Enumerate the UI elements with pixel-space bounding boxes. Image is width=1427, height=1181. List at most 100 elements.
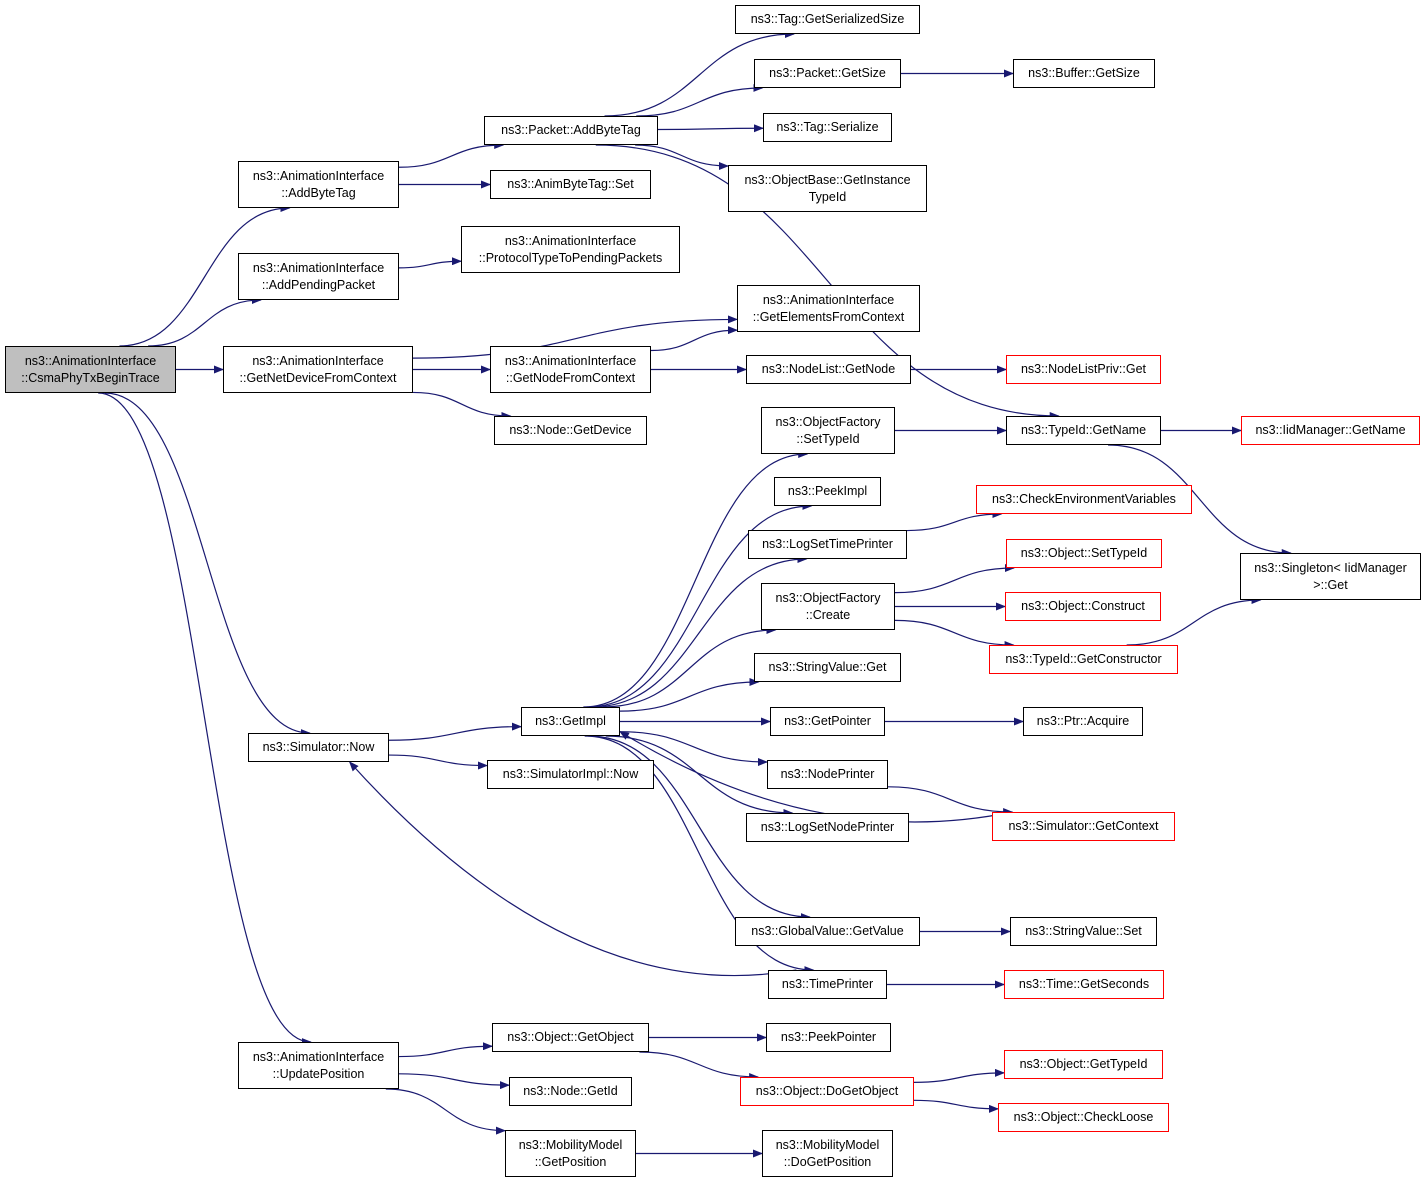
edge-timeprinter-to-simnow — [348, 761, 797, 977]
node-log-set-node-printer[interactable]: ns3::LogSetNodePrinter — [746, 813, 909, 842]
node-label-line: ns3::Object::GetTypeId — [1019, 1057, 1148, 1071]
edge-getimpl-to-timeprinter — [584, 735, 815, 974]
node-label-line: ns3::GlobalValue::GetValue — [751, 924, 904, 938]
node-object-get-type-id[interactable]: ns3::Object::GetTypeId — [1004, 1050, 1163, 1079]
edge-nodeprinter-to-sim_getcontext — [887, 786, 1014, 816]
node-label-line: ns3::Object::Construct — [1021, 599, 1145, 613]
edge-updatepos-to-mobility_getpos — [385, 1088, 506, 1135]
node-object-check-loose[interactable]: ns3::Object::CheckLoose — [998, 1103, 1169, 1132]
node-label-line: ns3::AnimationInterface — [762, 292, 895, 307]
node-ptr-acquire[interactable]: ns3::Ptr::Acquire — [1023, 707, 1143, 736]
node-animation-interface-get-node-from-context[interactable]: ns3::AnimationInterface::GetNodeFromCont… — [490, 346, 651, 393]
node-type-id-get-constructor[interactable]: ns3::TypeId::GetConstructor — [989, 645, 1178, 674]
node-label-line: ns3::Node::GetId — [523, 1084, 618, 1098]
node-iid-manager-get-name[interactable]: ns3::IidManager::GetName — [1241, 416, 1420, 445]
edge-getnetdev-to-getelements — [412, 315, 738, 359]
node-object-set-type-id[interactable]: ns3::Object::SetTypeId — [1006, 539, 1162, 568]
edge-updatepos-to-obj_getobject — [398, 1042, 493, 1058]
node-label-line: ns3::Time::GetSeconds — [1018, 977, 1150, 991]
node-peek-pointer[interactable]: ns3::PeekPointer — [766, 1023, 891, 1052]
node-packet-get-size[interactable]: ns3::Packet::GetSize — [754, 59, 901, 88]
node-label-line: ::CsmaPhyTxBeginTrace — [21, 370, 160, 385]
node-string-value-set[interactable]: ns3::StringValue::Set — [1010, 917, 1157, 946]
edge-pkt_addbytetag-to-tag_getsersize — [604, 30, 795, 117]
node-buffer-get-size[interactable]: ns3::Buffer::GetSize — [1013, 59, 1155, 88]
node-mobility-model-do-get-position[interactable]: ns3::MobilityModel::DoGetPosition — [762, 1130, 893, 1177]
node-simulator-impl-now[interactable]: ns3::SimulatorImpl::Now — [487, 760, 654, 789]
edge-addpending-to-protocoltype — [398, 257, 462, 269]
node-label-line: ns3::ObjectBase::GetInstance — [744, 172, 911, 187]
node-check-environment-variables[interactable]: ns3::CheckEnvironmentVariables — [976, 485, 1192, 514]
node-peek-impl[interactable]: ns3::PeekImpl — [774, 477, 881, 506]
node-label-line: ::AddByteTag — [281, 185, 356, 200]
node-label-line: ns3::MobilityModel — [775, 1137, 880, 1152]
node-object-factory-set-type-id[interactable]: ns3::ObjectFactory::SetTypeId — [761, 407, 895, 454]
edge-getimpl-to-stringvalue_get — [619, 678, 760, 712]
node-label-line: ns3::StringValue::Set — [1025, 924, 1142, 938]
node-label-line: ::UpdatePosition — [272, 1066, 365, 1081]
node-get-pointer[interactable]: ns3::GetPointer — [770, 707, 885, 736]
node-type-id-get-name[interactable]: ns3::TypeId::GetName — [1006, 416, 1161, 445]
node-node-get-device[interactable]: ns3::Node::GetDevice — [494, 416, 647, 445]
node-packet-add-byte-tag[interactable]: ns3::Packet::AddByteTag — [484, 116, 658, 145]
edge-obj_dogetobject-to-obj_gettypeid — [913, 1068, 1005, 1083]
node-get-impl[interactable]: ns3::GetImpl — [521, 707, 620, 736]
edge-getimpl-to-nodeprinter — [619, 731, 768, 767]
node-csma-phy-tx-begin-trace[interactable]: ns3::AnimationInterface::CsmaPhyTxBeginT… — [5, 346, 176, 393]
node-label-line: ns3::CheckEnvironmentVariables — [992, 492, 1176, 506]
node-label-line: ns3::TypeId::GetName — [1020, 423, 1147, 437]
node-global-value-get-value[interactable]: ns3::GlobalValue::GetValue — [735, 917, 920, 946]
node-label-line: ns3::Simulator::Now — [262, 740, 375, 754]
node-label-line: ::GetElementsFromContext — [752, 309, 905, 324]
node-node-printer[interactable]: ns3::NodePrinter — [767, 760, 888, 789]
node-log-set-time-printer[interactable]: ns3::LogSetTimePrinter — [748, 530, 907, 559]
node-animation-interface-add-pending-packet[interactable]: ns3::AnimationInterface::AddPendingPacke… — [238, 253, 399, 300]
node-time-printer[interactable]: ns3::TimePrinter — [768, 970, 887, 999]
node-label-line: ns3::NodeList::GetNode — [761, 362, 896, 376]
node-label-line: ::ProtocolTypeToPendingPackets — [478, 250, 663, 265]
edge-csma-to-updatepos — [98, 392, 312, 1046]
node-object-get-object[interactable]: ns3::Object::GetObject — [492, 1023, 649, 1052]
node-animation-interface-update-position[interactable]: ns3::AnimationInterface::UpdatePosition — [238, 1042, 399, 1089]
node-label-line: ::DoGetPosition — [783, 1154, 872, 1169]
edge-getimpl-to-peekimpl — [586, 502, 813, 708]
node-simulator-get-context[interactable]: ns3::Simulator::GetContext — [992, 812, 1175, 841]
node-label-line: ns3::TypeId::GetConstructor — [1005, 652, 1162, 666]
edge-getimpl-to-logsetnodeprinter — [605, 735, 794, 817]
node-node-list-get-node[interactable]: ns3::NodeList::GetNode — [746, 355, 911, 384]
node-singleton-iid-manager-get[interactable]: ns3::Singleton< IidManager>::Get — [1240, 553, 1421, 600]
node-animation-interface-get-net-device-from-context[interactable]: ns3::AnimationInterface::GetNetDeviceFro… — [223, 346, 413, 393]
node-object-construct[interactable]: ns3::Object::Construct — [1005, 592, 1161, 621]
node-tag-get-serialized-size[interactable]: ns3::Tag::GetSerializedSize — [735, 5, 920, 34]
edge-getimpl-to-globalvalue_getvalue — [588, 735, 811, 921]
node-label-line: ns3::LogSetTimePrinter — [762, 537, 893, 551]
node-time-get-seconds[interactable]: ns3::Time::GetSeconds — [1004, 970, 1164, 999]
edge-addbytetag_ai-to-pkt_addbytetag — [398, 141, 505, 168]
node-label-line: ns3::IidManager::GetName — [1255, 423, 1406, 437]
node-label-line: ns3::Node::GetDevice — [509, 423, 632, 437]
node-label-line: ns3::AnimationInterface — [252, 353, 384, 368]
node-tag-serialize[interactable]: ns3::Tag::Serialize — [763, 113, 892, 142]
node-animation-interface-protocol-type-to-pending-packets[interactable]: ns3::AnimationInterface::ProtocolTypeToP… — [461, 226, 680, 273]
edge-csma-to-addbytetag_ai — [119, 204, 291, 347]
node-label-line: ns3::GetImpl — [535, 714, 606, 728]
node-animation-interface-add-byte-tag[interactable]: ns3::AnimationInterface::AddByteTag — [238, 161, 399, 208]
node-label-line: ns3::LogSetNodePrinter — [760, 820, 895, 834]
node-node-get-id[interactable]: ns3::Node::GetId — [509, 1077, 632, 1106]
node-object-factory-create[interactable]: ns3::ObjectFactory::Create — [761, 583, 895, 630]
edge-logsettimeprinter-to-checkenv — [906, 510, 1003, 532]
node-label-line: ns3::Object::GetObject — [507, 1030, 634, 1044]
node-mobility-model-get-position[interactable]: ns3::MobilityModel::GetPosition — [505, 1130, 636, 1177]
node-label-line: >::Get — [1313, 577, 1348, 592]
edge-getnodefromctx-to-getelements — [650, 326, 738, 352]
node-node-list-priv-get[interactable]: ns3::NodeListPriv::Get — [1006, 355, 1161, 384]
node-anim-byte-tag-set[interactable]: ns3::AnimByteTag::Set — [490, 170, 651, 199]
edge-simnow-to-getimpl — [388, 722, 522, 741]
node-simulator-now[interactable]: ns3::Simulator::Now — [248, 733, 389, 762]
node-animation-interface-get-elements-from-context[interactable]: ns3::AnimationInterface::GetElementsFrom… — [737, 285, 920, 332]
node-object-do-get-object[interactable]: ns3::Object::DoGetObject — [740, 1077, 914, 1106]
node-string-value-get[interactable]: ns3::StringValue::Get — [754, 653, 901, 682]
edge-getimpl-to-objfactory_create — [602, 626, 777, 708]
